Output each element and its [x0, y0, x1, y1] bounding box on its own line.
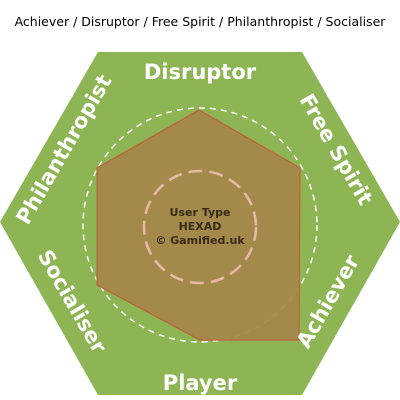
outer-dashed-circle	[82, 107, 318, 343]
label-disruptor: Disruptor	[144, 60, 257, 84]
center-line-1: User Type	[170, 206, 231, 219]
center-line-2: HEXAD	[179, 220, 222, 233]
profile-shape	[96, 109, 301, 341]
diagram-caption: Achiever / Disruptor / Free Spirit / Phi…	[14, 14, 386, 29]
label-player: Player	[163, 371, 238, 395]
inner-dashed-circle	[142, 169, 258, 285]
center-line-3: © Gamified.uk	[155, 234, 245, 247]
